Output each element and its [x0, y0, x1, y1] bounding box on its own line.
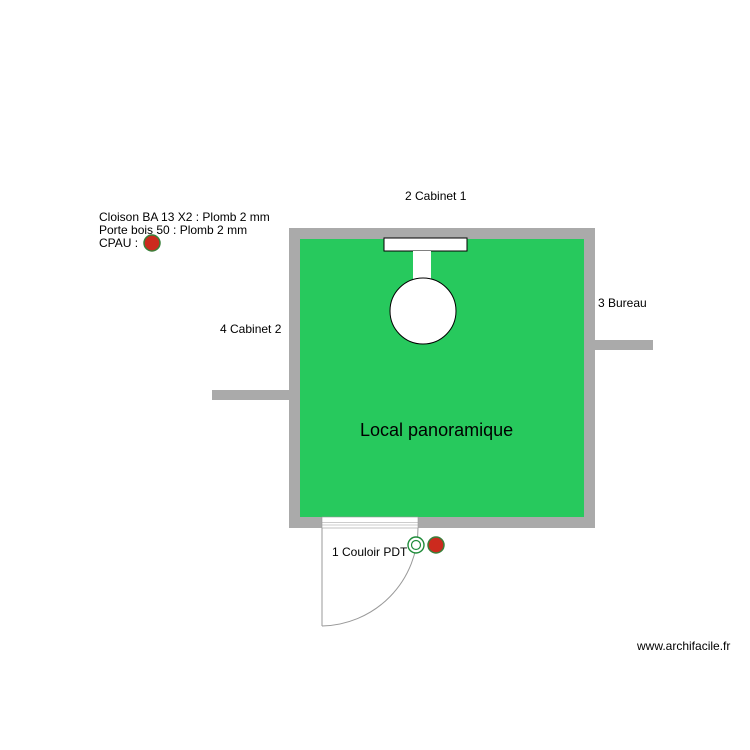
equipment-column	[413, 251, 431, 279]
green-ring-icon-inner	[410, 539, 422, 551]
red-dot-icon	[143, 234, 161, 252]
label-left-room: 4 Cabinet 2	[220, 322, 282, 336]
equipment-head	[389, 277, 457, 345]
site-credit: www.archifacile.fr	[637, 639, 731, 653]
legend-line-cloison: Cloison BA 13 X2 : Plomb 2 mm	[99, 210, 270, 224]
wall-stub-left	[212, 390, 289, 400]
equipment-arm	[383, 237, 468, 252]
label-right-room: 3 Bureau	[598, 296, 647, 310]
red-dot-icon	[427, 536, 445, 554]
room-name: Local panoramique	[360, 420, 514, 440]
label-bottom-room: 1 Couloir PDT	[332, 545, 408, 559]
legend-line-porte: Porte bois 50 : Plomb 2 mm	[99, 223, 248, 237]
legend-line-cpau: CPAU :	[99, 236, 139, 250]
door-swing-arc	[321, 527, 419, 627]
label-top-room: 2 Cabinet 1	[405, 189, 467, 203]
wall-stub-right	[595, 340, 653, 350]
room-floor	[300, 239, 584, 517]
